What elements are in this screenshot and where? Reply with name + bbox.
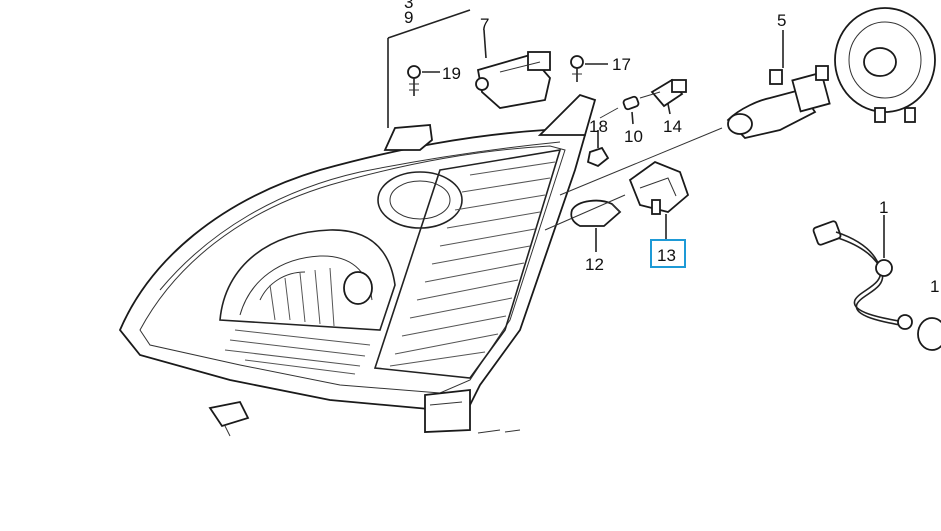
callout-13-highlight-box [650,239,686,268]
callout-1: 1 [879,198,888,217]
socket-13-part [628,160,690,215]
bulb-12-part [570,199,622,227]
bolt-19-part [407,65,421,96]
callout-19: 19 [442,64,461,83]
dust-cover-part [834,7,936,123]
callout-12: 12 [585,255,604,274]
clip-part [208,400,250,437]
leader-lines [387,9,661,231]
screw-17-part [570,55,584,82]
leveling-motor-part [475,51,551,109]
headlight-housing [118,93,597,433]
callout-14: 14 [663,117,682,136]
callout-18: 18 [589,117,608,136]
socket-14-part [650,78,687,108]
callout-10: 10 [624,127,643,146]
callout-13: 13 [657,246,676,265]
callout-9: 9 [404,8,413,27]
headlight-bulb-5-part [726,65,831,139]
nut-18-part [586,146,610,168]
callout-3: 3 [404,0,413,12]
wire-harness-part [812,220,941,351]
bulb-10-part [622,95,640,111]
callout-5: 5 [777,11,786,30]
callout-7: 7 [480,15,489,34]
bottom-fragments [477,429,521,434]
callout-17: 17 [612,55,631,74]
callout-labels: 3 9 7 19 17 5 18 10 14 12 13 1 1 [404,0,939,296]
callout-1-secondary: 1 [930,277,939,296]
